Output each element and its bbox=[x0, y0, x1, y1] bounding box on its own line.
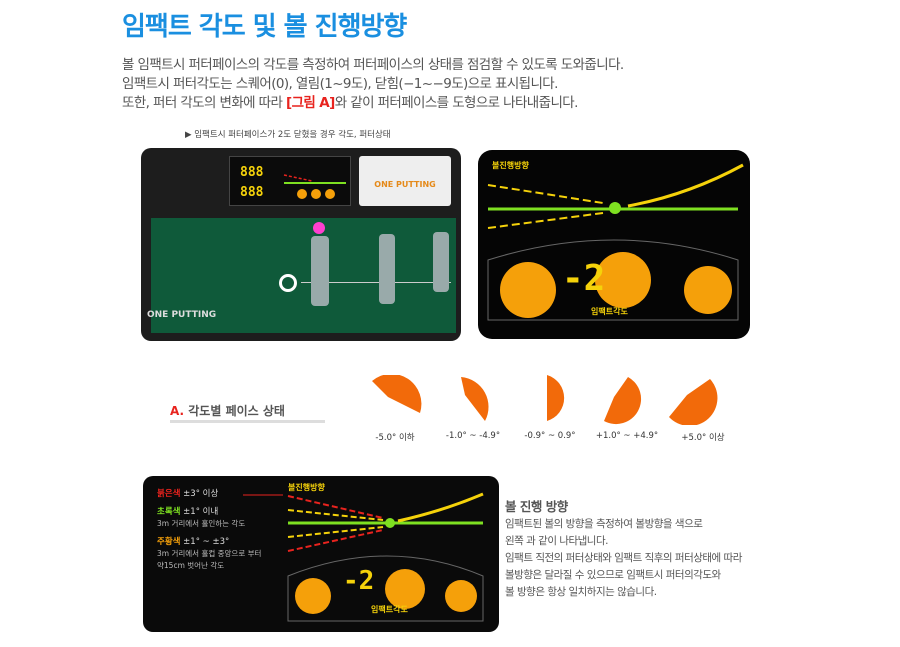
legend-green-desc: 3m 거리에서 홀인하는 각도 bbox=[157, 519, 246, 528]
putting-mat bbox=[151, 218, 456, 333]
face-state-heading: A. 각도별 페이스 상태 bbox=[170, 402, 285, 419]
face-state-range: -1.0° ~ -4.9° bbox=[445, 431, 501, 441]
angle-label: 임팩트각도 bbox=[371, 605, 408, 614]
direction-label: 볼진행방향 bbox=[492, 161, 529, 170]
description-line: 볼방향은 달라질 수 있으므로 임팩트시 퍼터의각도와 bbox=[505, 569, 721, 581]
lcd-direction-icon bbox=[283, 174, 346, 199]
device-lcd: 888 888 bbox=[229, 156, 351, 206]
page-title: 임팩트 각도 및 볼 진행방향 bbox=[122, 12, 407, 42]
intro-line: 볼 임팩트시 퍼터페이스의 각도를 측정하여 퍼터페이스의 상태를 점검할 수 … bbox=[122, 57, 624, 73]
face-fan-icon bbox=[604, 377, 642, 425]
arrow-icon bbox=[170, 420, 325, 423]
lcd-value: 888 bbox=[240, 165, 264, 180]
angle-value: -2 bbox=[562, 258, 606, 299]
intro-text: 볼 임팩트시 퍼터페이스의 각도를 측정하여 퍼터페이스의 상태를 점검할 수 … bbox=[122, 56, 624, 113]
face-fan-icon bbox=[372, 375, 422, 413]
face-fan-icon bbox=[547, 375, 565, 421]
legend-orange-desc: 3m 거리에서 홀컵 중앙으로 부터 bbox=[157, 549, 262, 558]
direction-graphic bbox=[487, 163, 744, 321]
description-line: 볼 방향은 항상 일치하지는 않습니다. bbox=[505, 586, 657, 598]
direction-legend-panel: 볼진행방향 -2 임팩트각도 bbox=[143, 476, 499, 632]
face-state-label: 각도별 페이스 상태 bbox=[188, 404, 285, 418]
impact-display-image: 볼진행방향 -2 임팩트각도 bbox=[478, 150, 750, 339]
description-line: 임팩트 직전의 퍼터상태와 임팩트 직후의 퍼터상태에 따라 bbox=[505, 552, 742, 564]
face-state-range: -5.0° 이하 bbox=[375, 433, 415, 443]
direction-graphic bbox=[243, 492, 484, 622]
guide-line bbox=[301, 282, 451, 283]
putting-device-image: 888 888 ONE PUTTING ONE PUTTING bbox=[141, 148, 461, 341]
face-fan-icon bbox=[669, 379, 718, 425]
hole-icon bbox=[279, 274, 297, 292]
legend-orange-desc: 약15cm 벗어난 각도 bbox=[157, 561, 225, 570]
device-brand: ONE PUTTING bbox=[147, 310, 217, 320]
angle-label: 임팩트각도 bbox=[591, 307, 628, 316]
putter-head-icon bbox=[433, 232, 449, 292]
figure-letter: A. bbox=[170, 404, 185, 418]
direction-description: 볼 진행 방향 임팩트된 볼의 방향을 측정하여 볼방향을 색으로 왼쪽 과 같… bbox=[505, 498, 742, 601]
angle-value: -2 bbox=[343, 566, 375, 596]
face-fan-icon bbox=[461, 377, 489, 421]
ball-marker bbox=[313, 222, 325, 234]
direction-label: 볼진행방향 bbox=[288, 483, 325, 492]
intro-text-part: 와 같이 퍼터페이스를 도형으로 나타내줍니다. bbox=[334, 95, 579, 111]
image-caption: ▶ 임팩트시 퍼터페이스가 2도 닫혔을 경우 각도, 퍼터상태 bbox=[185, 130, 391, 140]
face-state-range: -0.9° ~ 0.9° bbox=[524, 431, 576, 441]
color-legend: 붉은색 ±3° 이상 초록색 ±1° 이내 3m 거리에서 홀인하는 각도 주황… bbox=[157, 488, 261, 572]
description-line: 임팩트된 볼의 방향을 측정하여 볼방향을 색으로 bbox=[505, 518, 703, 530]
face-state-range: +1.0° ~ +4.9° bbox=[595, 431, 659, 441]
face-state-range: +5.0° 이상 bbox=[681, 433, 725, 443]
legend-orange-label: 주황색 bbox=[157, 537, 181, 547]
legend-green-range: ±1° 이내 bbox=[183, 507, 219, 517]
legend-red-range: ±3° 이상 bbox=[183, 489, 219, 499]
legend-green-label: 초록색 bbox=[157, 507, 181, 517]
intro-line: 또한, 퍼터 각도의 변화에 따라 [그림 A]와 같이 퍼터페이스를 도형으로… bbox=[122, 94, 624, 113]
figure-reference: [그림 A] bbox=[286, 95, 335, 111]
lcd-value: 888 bbox=[240, 185, 264, 200]
device-brand-panel: ONE PUTTING bbox=[359, 156, 451, 206]
direction-heading: 볼 진행 방향 bbox=[505, 499, 568, 514]
putter-head-icon bbox=[311, 236, 329, 306]
description-line: 왼쪽 과 같이 나타냅니다. bbox=[505, 535, 608, 547]
intro-line: 임팩트시 퍼터각도는 스퀘어(0), 열림(1~9도), 닫힘(−1~−9도)으… bbox=[122, 76, 558, 92]
putter-head-icon bbox=[379, 234, 395, 304]
legend-red-label: 붉은색 bbox=[157, 489, 181, 499]
intro-text-part: 또한, 퍼터 각도의 변화에 따라 bbox=[122, 95, 286, 111]
legend-orange-range: ±1° ~ ±3° bbox=[183, 537, 230, 547]
